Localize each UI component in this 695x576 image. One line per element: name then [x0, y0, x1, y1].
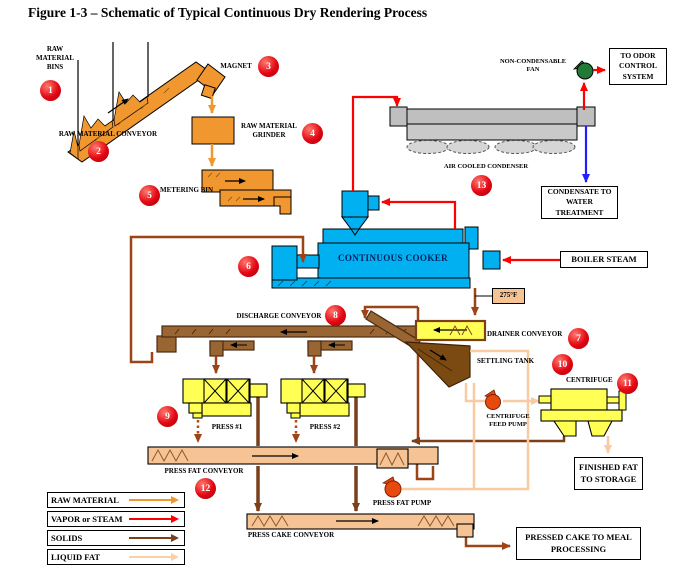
- label-settling-tank: SETTLING TANK: [477, 357, 535, 365]
- box-condensate-to-water: CONDENSATE TO WATER TREATMENT: [541, 186, 618, 219]
- label-press-fat-pump: PRESS FAT PUMP: [372, 499, 432, 507]
- press-cake-conveyor-shape: [246, 513, 475, 538]
- legend-raw-material: RAW MATERIAL: [47, 492, 185, 508]
- label-press-2: PRESS #2: [309, 423, 341, 431]
- label-raw-material-conveyor: RAW MATERIAL CONVEYOR: [58, 130, 158, 138]
- label-magnet: MAGNET: [220, 62, 252, 70]
- marker-1: 1: [40, 80, 61, 101]
- box-pressed-cake: PRESSED CAKE TO MEAL PROCESSING: [516, 527, 641, 560]
- settling-tank-shape: [404, 341, 471, 388]
- label-press-fat-conveyor: PRESS FAT CONVEYOR: [164, 467, 244, 475]
- label-centrifuge-feed-pump: CENTRIFUGE FEED PUMP: [486, 413, 530, 429]
- marker-3: 3: [258, 56, 279, 77]
- marker-7: 7: [568, 328, 589, 349]
- liquid-fat-arrow-icon: [129, 552, 179, 561]
- label-air-cooled-condenser: AIR COOLED CONDENSER: [443, 163, 529, 170]
- label-press-1: PRESS #1: [211, 423, 243, 431]
- box-temperature-275f: 275°F: [492, 288, 525, 304]
- marker-13: 13: [471, 175, 492, 196]
- marker-8: 8: [325, 305, 346, 326]
- press-2-shape: [280, 378, 366, 512]
- solids-lines: [129, 235, 511, 550]
- marker-11: 11: [617, 373, 638, 394]
- legend-vapor-steam: VAPOR or STEAM: [47, 511, 185, 527]
- press-fat-conveyor-shape: [147, 446, 439, 469]
- label-continuous-cooker: CONTINUOUS COOKER: [337, 253, 449, 263]
- label-drainer-conveyor: DRAINER CONVEYOR: [487, 330, 563, 338]
- marker-12: 12: [195, 478, 216, 499]
- label-press-cake-conveyor: PRESS CAKE CONVEYOR: [247, 531, 335, 539]
- grinder-shape: [191, 96, 235, 167]
- marker-10: 10: [552, 354, 573, 375]
- press-fat-pump-icon: [381, 476, 402, 498]
- marker-9: 9: [157, 406, 178, 427]
- label-metering-bin: METERING BIN: [160, 186, 214, 194]
- label-discharge-conveyor: DISCHARGE CONVEYOR: [236, 312, 322, 320]
- centrifuge-solids-return: [411, 436, 566, 445]
- vapor-lines: [351, 66, 606, 264]
- label-raw-material-bins: RAW MATERIAL BINS: [36, 45, 74, 71]
- label-centrifuge: CENTRIFUGE: [566, 376, 613, 384]
- discharge-conveyor-shape: [156, 310, 421, 374]
- fan-icon: [572, 60, 594, 80]
- figure-title: Figure 1-3 – Schematic of Typical Contin…: [28, 5, 428, 20]
- liquid-fat-lines: [402, 349, 612, 491]
- cyclone-shape: [341, 190, 380, 236]
- centrifuge-shape: [538, 388, 627, 437]
- label-raw-material-grinder: RAW MATERIAL GRINDER: [241, 122, 297, 139]
- drainer-conveyor-shape: [414, 319, 487, 342]
- marker-4: 4: [302, 123, 323, 144]
- legend-raw-material-label: RAW MATERIAL: [51, 494, 119, 505]
- box-finished-fat: FINISHED FAT TO STORAGE: [574, 457, 643, 490]
- marker-2: 2: [88, 141, 109, 162]
- marker-5: 5: [139, 185, 160, 206]
- label-non-condensable-fan: NON-CONDENSABLE FAN: [499, 58, 567, 74]
- box-boiler-steam: BOILER STEAM: [560, 251, 648, 268]
- condenser-shape: [389, 106, 596, 154]
- legend-liquid-fat: LIQUID FAT: [47, 549, 185, 565]
- legend-solids-label: SOLIDS: [51, 532, 83, 543]
- box-to-odor-control: TO ODOR CONTROL SYSTEM: [609, 48, 667, 85]
- solids-arrow-icon: [129, 533, 179, 542]
- metering-bin-shape: [201, 169, 292, 215]
- raw-material-conveyor-shape: [67, 42, 226, 163]
- press-1-shape: [182, 378, 268, 512]
- legend-liquid-fat-label: LIQUID FAT: [51, 551, 101, 562]
- cooker-shape: [271, 226, 501, 289]
- centrifuge-feed-pump-icon: [484, 389, 501, 410]
- legend-vapor-steam-label: VAPOR or STEAM: [51, 513, 123, 524]
- legend-solids: SOLIDS: [47, 530, 185, 546]
- marker-6: 6: [238, 256, 259, 277]
- raw-material-arrow-icon: [129, 495, 179, 504]
- vapor-steam-arrow-icon: [129, 514, 179, 523]
